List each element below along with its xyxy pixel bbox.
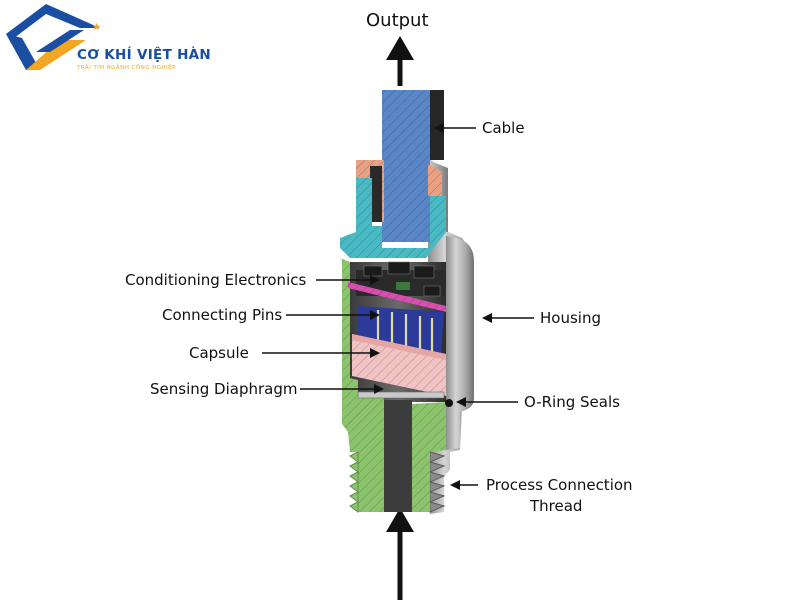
sensing-diaphragm-label: Sensing Diaphragm [150, 380, 298, 398]
output-arrow [386, 36, 414, 86]
svg-text:★: ★ [92, 22, 101, 33]
cable [382, 90, 430, 242]
input-pressure-arrow [386, 508, 414, 600]
capsule-label: Capsule [189, 344, 249, 362]
output-label: Output [366, 10, 429, 31]
o-ring-seal [445, 399, 453, 407]
process-connection-label: Process Connection [486, 476, 633, 494]
o-ring-seals-label: O-Ring Seals [524, 393, 620, 411]
process-connection-thread-label: Thread [530, 497, 583, 515]
cable-gland [356, 160, 442, 222]
conditioning-electronics-label: Conditioning Electronics [125, 271, 307, 289]
cable-insert [340, 178, 446, 258]
housing-label: Housing [540, 309, 601, 327]
logo-title: CƠ KHÍ VIỆT HÀN [77, 47, 212, 63]
logo-subtitle: TRÁI TIM NGÀNH CÔNG NGHIỆP [77, 65, 176, 71]
connecting-pins-label: Connecting Pins [162, 306, 283, 324]
sensor-body [340, 258, 446, 513]
sensing-diaphragm [357, 391, 445, 399]
company-logo-icon: ★ [6, 4, 101, 70]
cable-label: Cable [482, 119, 525, 137]
